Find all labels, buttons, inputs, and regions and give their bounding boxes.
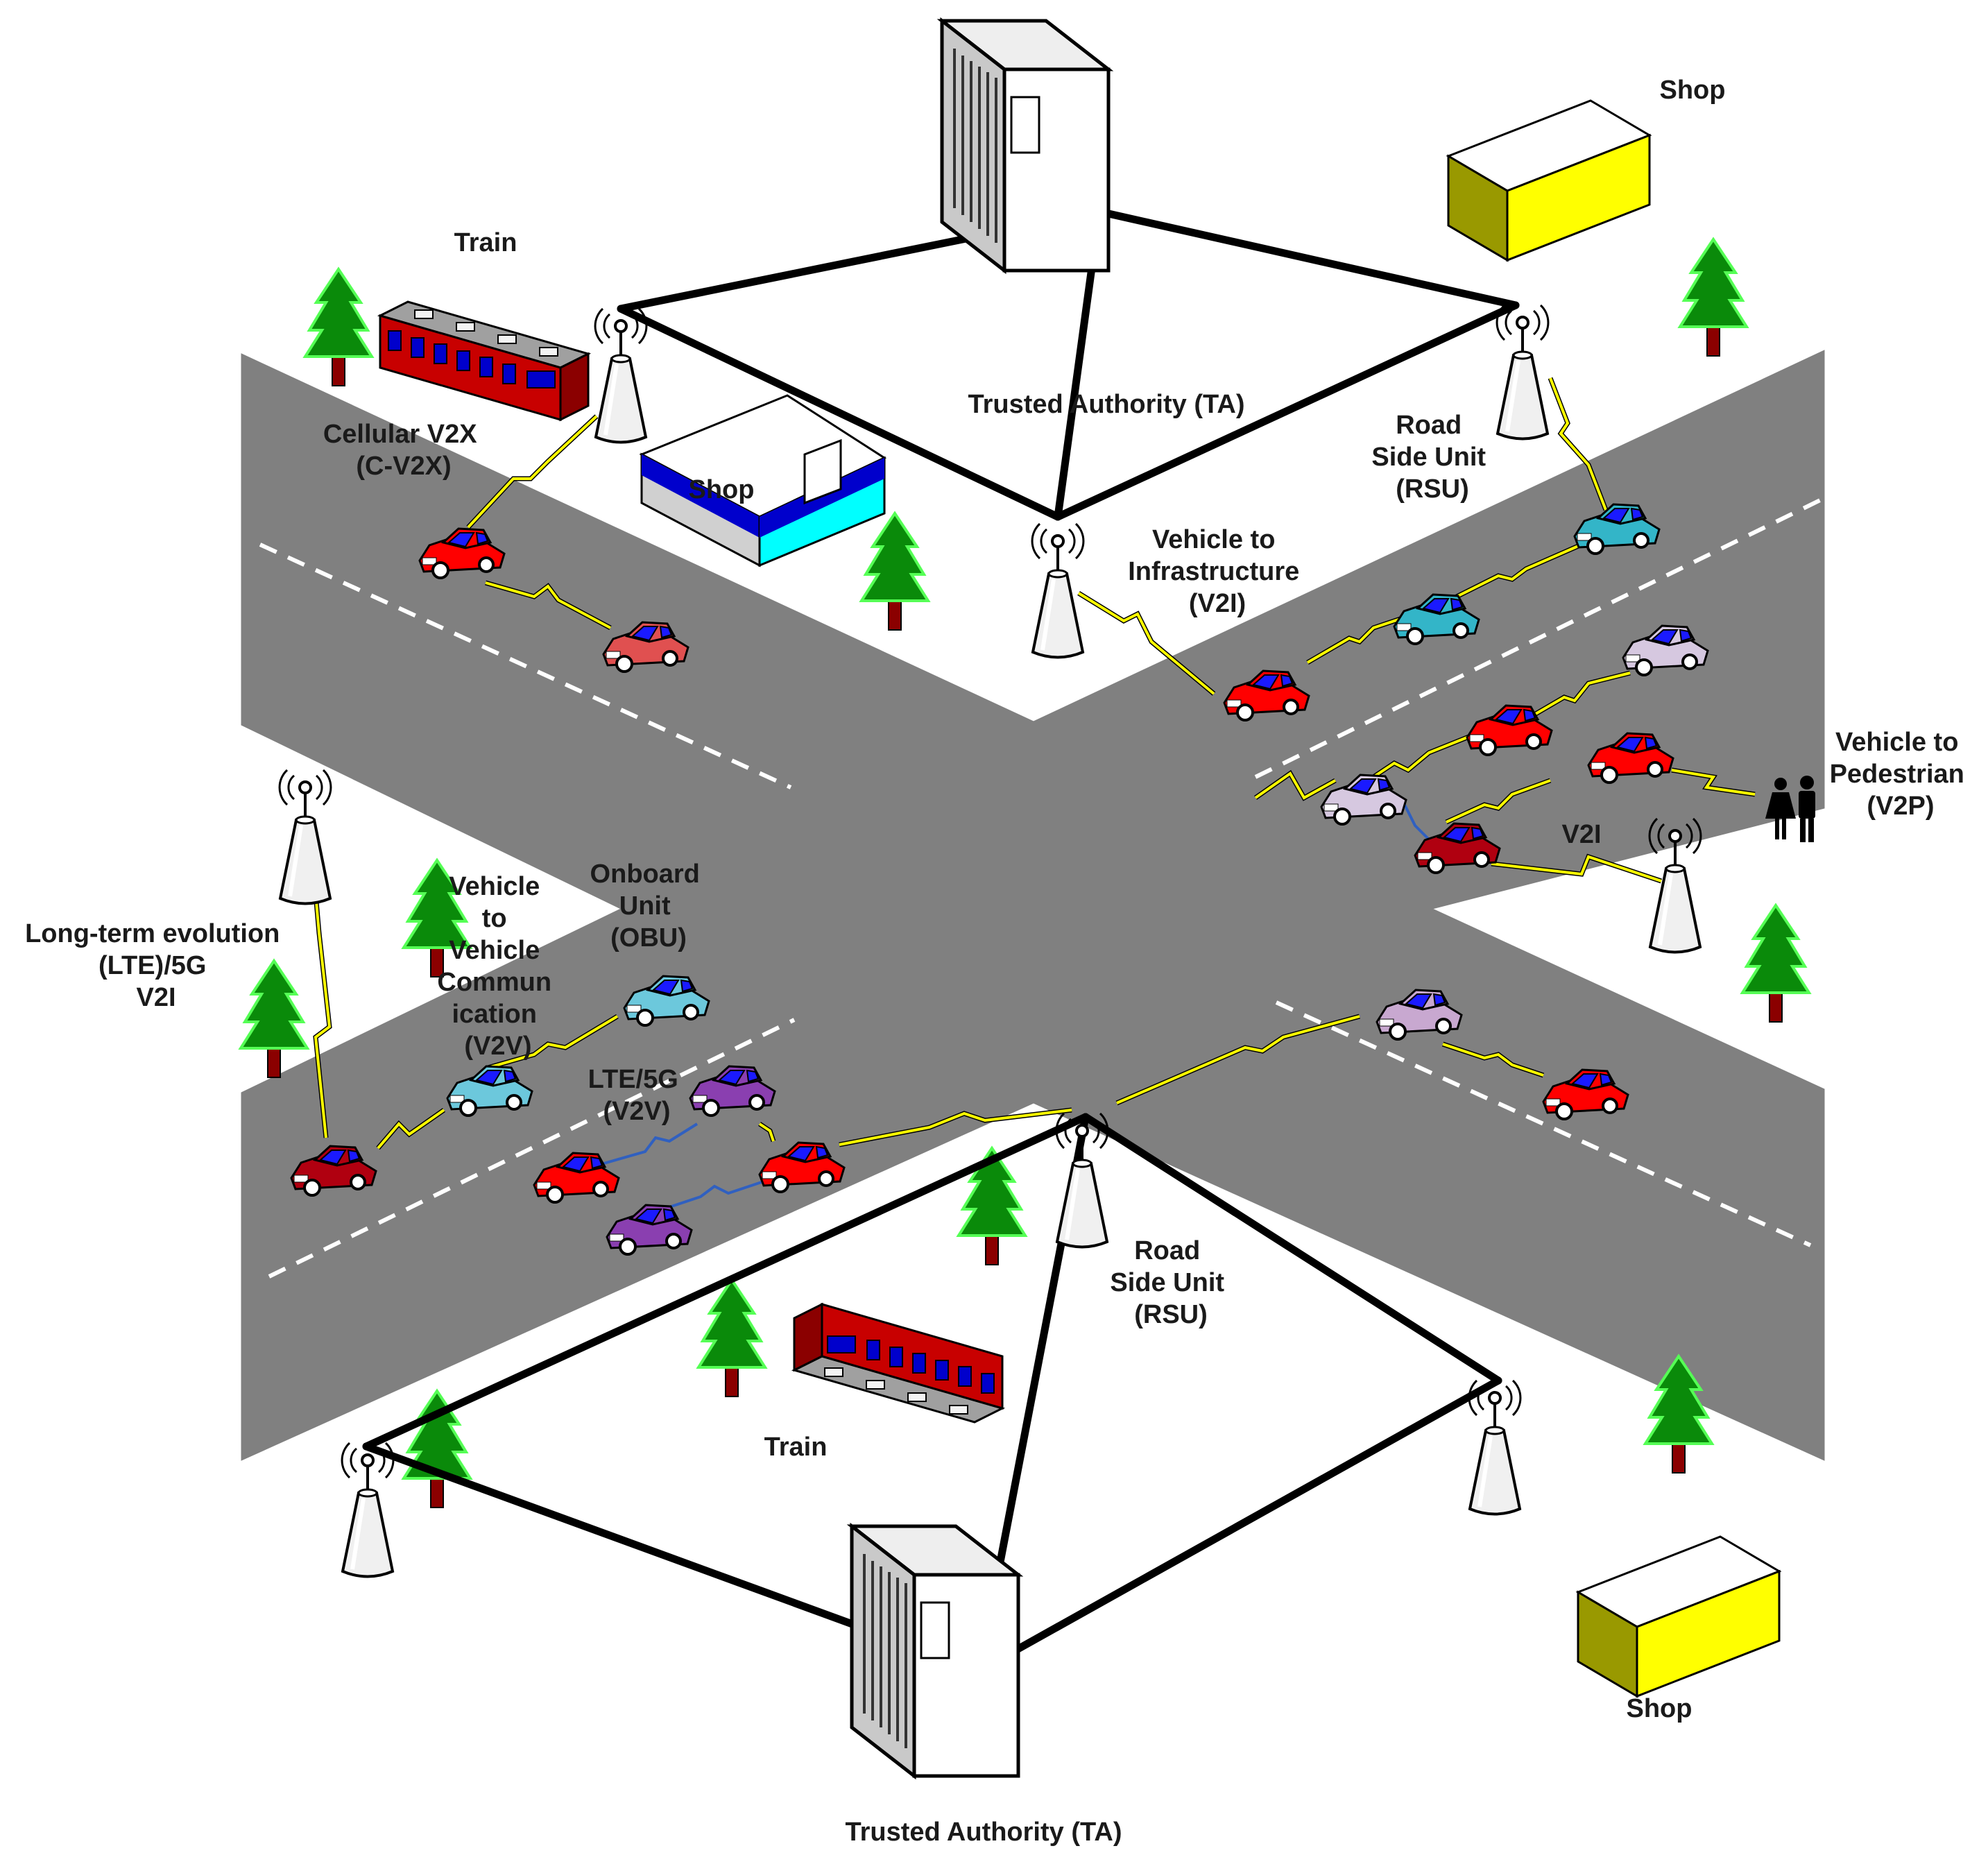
label-v2p: Vehicle to Pedestrian (V2P) — [1830, 728, 1972, 821]
tower-icon — [1497, 305, 1548, 439]
tree-icon — [697, 1279, 766, 1398]
label-obu: Onboard Unit (OBU) — [590, 860, 708, 953]
tree-icon — [1741, 904, 1810, 1023]
shop-icon — [1447, 99, 1651, 262]
label-rsu-bottom: Road Side Unit (RSU) — [1110, 1236, 1231, 1329]
tree-icon — [239, 959, 309, 1079]
tower-icon — [1032, 524, 1083, 658]
tree-icon — [304, 268, 373, 387]
tree-icon — [1679, 238, 1748, 357]
label-ta-bottom: Trusted Authority (TA) — [846, 1818, 1122, 1847]
label-v2i-main: Vehicle to Infrastructure (V2I) — [1128, 525, 1307, 618]
shop-icon — [639, 394, 887, 567]
label-lte-v2i: Long-term evolution (LTE)/5G V2I — [25, 919, 287, 1012]
label-shop-middle: Shop — [689, 475, 755, 504]
label-shop-top-right: Shop — [1660, 76, 1726, 105]
label-shop-bottom-right: Shop — [1627, 1694, 1693, 1723]
label-train-bottom: Train — [764, 1433, 828, 1462]
train-icon — [793, 1303, 1004, 1424]
label-v2i-short: V2I — [1561, 820, 1601, 849]
label-cv2x: Cellular V2X (C-V2X) — [323, 420, 484, 481]
tree-icon — [402, 1390, 472, 1509]
label-lte-v2v: LTE/5G (V2V) — [588, 1065, 686, 1126]
label-v2v: Vehicle to Vehicle Commun ication (V2V) — [437, 872, 558, 1061]
label-ta-top: Trusted Authority (TA) — [968, 390, 1245, 419]
tree-icon — [860, 512, 929, 631]
server-icon — [942, 21, 1108, 271]
label-train-top: Train — [454, 228, 517, 257]
tower-icon — [1056, 1113, 1108, 1247]
shop-icon — [1577, 1535, 1781, 1698]
tower-icon — [342, 1443, 393, 1577]
tower-icon — [1469, 1381, 1520, 1514]
label-rsu-top: Road Side Unit (RSU) — [1371, 411, 1493, 504]
train-icon — [379, 300, 590, 421]
tree-icon — [957, 1147, 1027, 1266]
lane-markings — [259, 496, 1826, 1279]
tower-icon — [595, 309, 646, 443]
server-icon — [852, 1526, 1018, 1776]
tower-icon — [280, 770, 331, 904]
